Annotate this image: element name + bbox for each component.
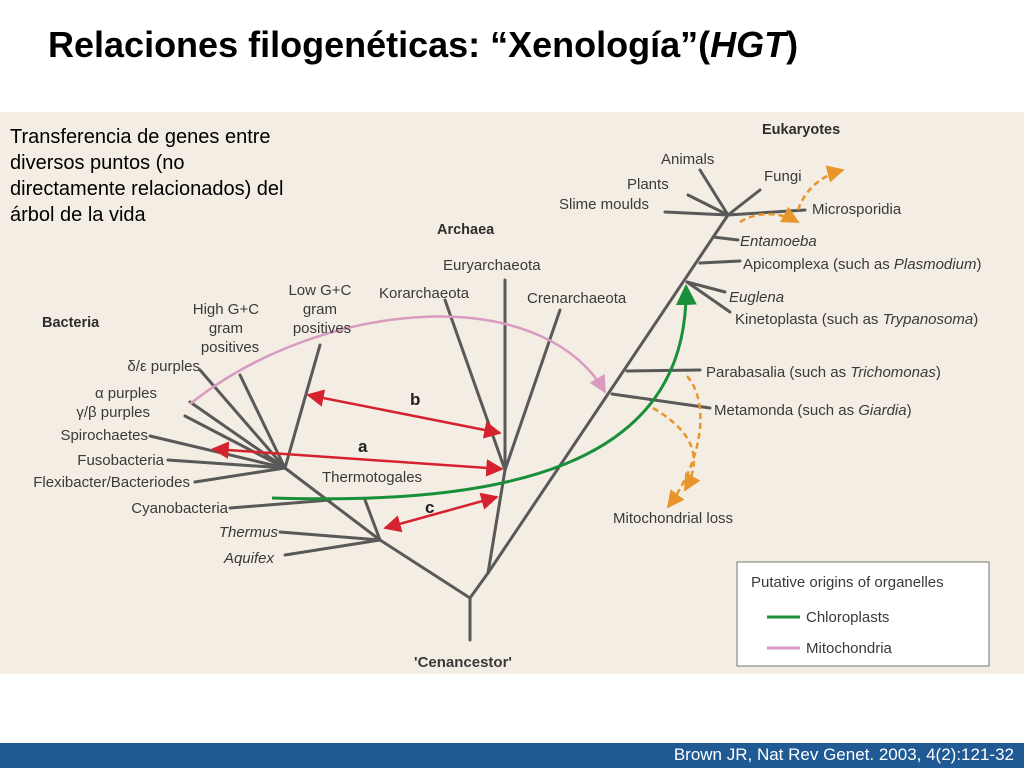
aquifex-label: Aquifex: [223, 550, 275, 567]
citation: Brown JR, Nat Rev Genet. 2003, 4(2):121-…: [673, 745, 1014, 764]
cyanobacteria-label: Cyanobacteria: [131, 500, 228, 517]
tree-branches: [148, 168, 807, 642]
hgt-arrows: [211, 389, 504, 533]
title-main: Relaciones filogenéticas: “Xenología”(: [48, 24, 711, 65]
spirochaetes-label: Spirochaetes: [60, 427, 148, 444]
delta-purples-label: δ/ε purples: [127, 358, 200, 375]
euryarchaeota-label: Euryarchaeota: [443, 257, 541, 274]
transfer-label-c: c: [425, 498, 434, 517]
chloroplast-origin-arrow: [271, 283, 697, 501]
gamma-purples-label: γ/β purples: [76, 404, 150, 421]
euglena-label: Euglena: [729, 289, 784, 306]
transfer-label-a: a: [358, 437, 368, 456]
low-gc-label: Low G+C gram positives: [288, 282, 355, 337]
plants-label: Plants: [627, 176, 669, 193]
mitochondrial-loss-label: Mitochondrial loss: [613, 510, 733, 527]
alpha-purples-label: α purples: [95, 385, 157, 402]
entamoeba-label: Entamoeba: [740, 233, 817, 250]
apicomplexa-label: Apicomplexa (such as Plasmodium): [743, 256, 981, 273]
thermotogales-label: Thermotogales: [322, 469, 422, 486]
legend-chloroplasts-label: Chloroplasts: [806, 609, 889, 626]
parabasalia-label: Parabasalia (such as Trichomonas): [706, 364, 941, 381]
thermus-label: Thermus: [219, 524, 279, 541]
flexibacter-label: Flexibacter/Bacteriodes: [33, 474, 190, 491]
mitochondria-origin-arrow: [189, 315, 607, 405]
title-italic: HGT: [710, 24, 787, 65]
kinetoplasta-label: Kinetoplasta (such as Trypanosoma): [735, 311, 978, 328]
title-end: ): [786, 24, 799, 65]
footer-bar: Brown JR, Nat Rev Genet. 2003, 4(2):121-…: [0, 743, 1024, 768]
cenancestor-label: 'Cenancestor': [414, 654, 512, 671]
animals-label: Animals: [661, 151, 714, 168]
metamonda-label: Metamonda (such as Giardia): [714, 402, 912, 419]
slime-moulds-label: Slime moulds: [559, 196, 649, 213]
hgt-description: Transferencia de genes entre diversos pu…: [10, 126, 284, 226]
tree-diagram: b a c Bacteria Archaea Eukaryotes 'Cenan…: [33, 122, 990, 671]
mitochondrial-loss-arrows: [652, 165, 845, 509]
archaea-heading: Archaea: [437, 222, 495, 238]
organelle-legend: Putative origins of organelles Chloropla…: [736, 561, 990, 667]
legend-mitochondria-label: Mitochondria: [806, 640, 893, 657]
eukaryotes-heading: Eukaryotes: [762, 122, 840, 138]
slide-title: Relaciones filogenéticas: “Xenología”(HG…: [48, 24, 798, 66]
fusobacteria-label: Fusobacteria: [77, 452, 164, 469]
tree-of-life-figure: b a c Bacteria Archaea Eukaryotes 'Cenan…: [0, 112, 1024, 674]
fungi-label: Fungi: [764, 168, 802, 185]
high-gc-label: High G+C gram positives: [193, 301, 263, 356]
crenarchaeota-label: Crenarchaeota: [527, 290, 627, 307]
microsporidia-label: Microsporidia: [812, 201, 902, 218]
transfer-label-b: b: [410, 390, 420, 409]
korarchaeota-label: Korarchaeota: [379, 285, 470, 302]
bacteria-heading: Bacteria: [42, 315, 100, 331]
legend-title: Putative origins of organelles: [751, 574, 944, 591]
